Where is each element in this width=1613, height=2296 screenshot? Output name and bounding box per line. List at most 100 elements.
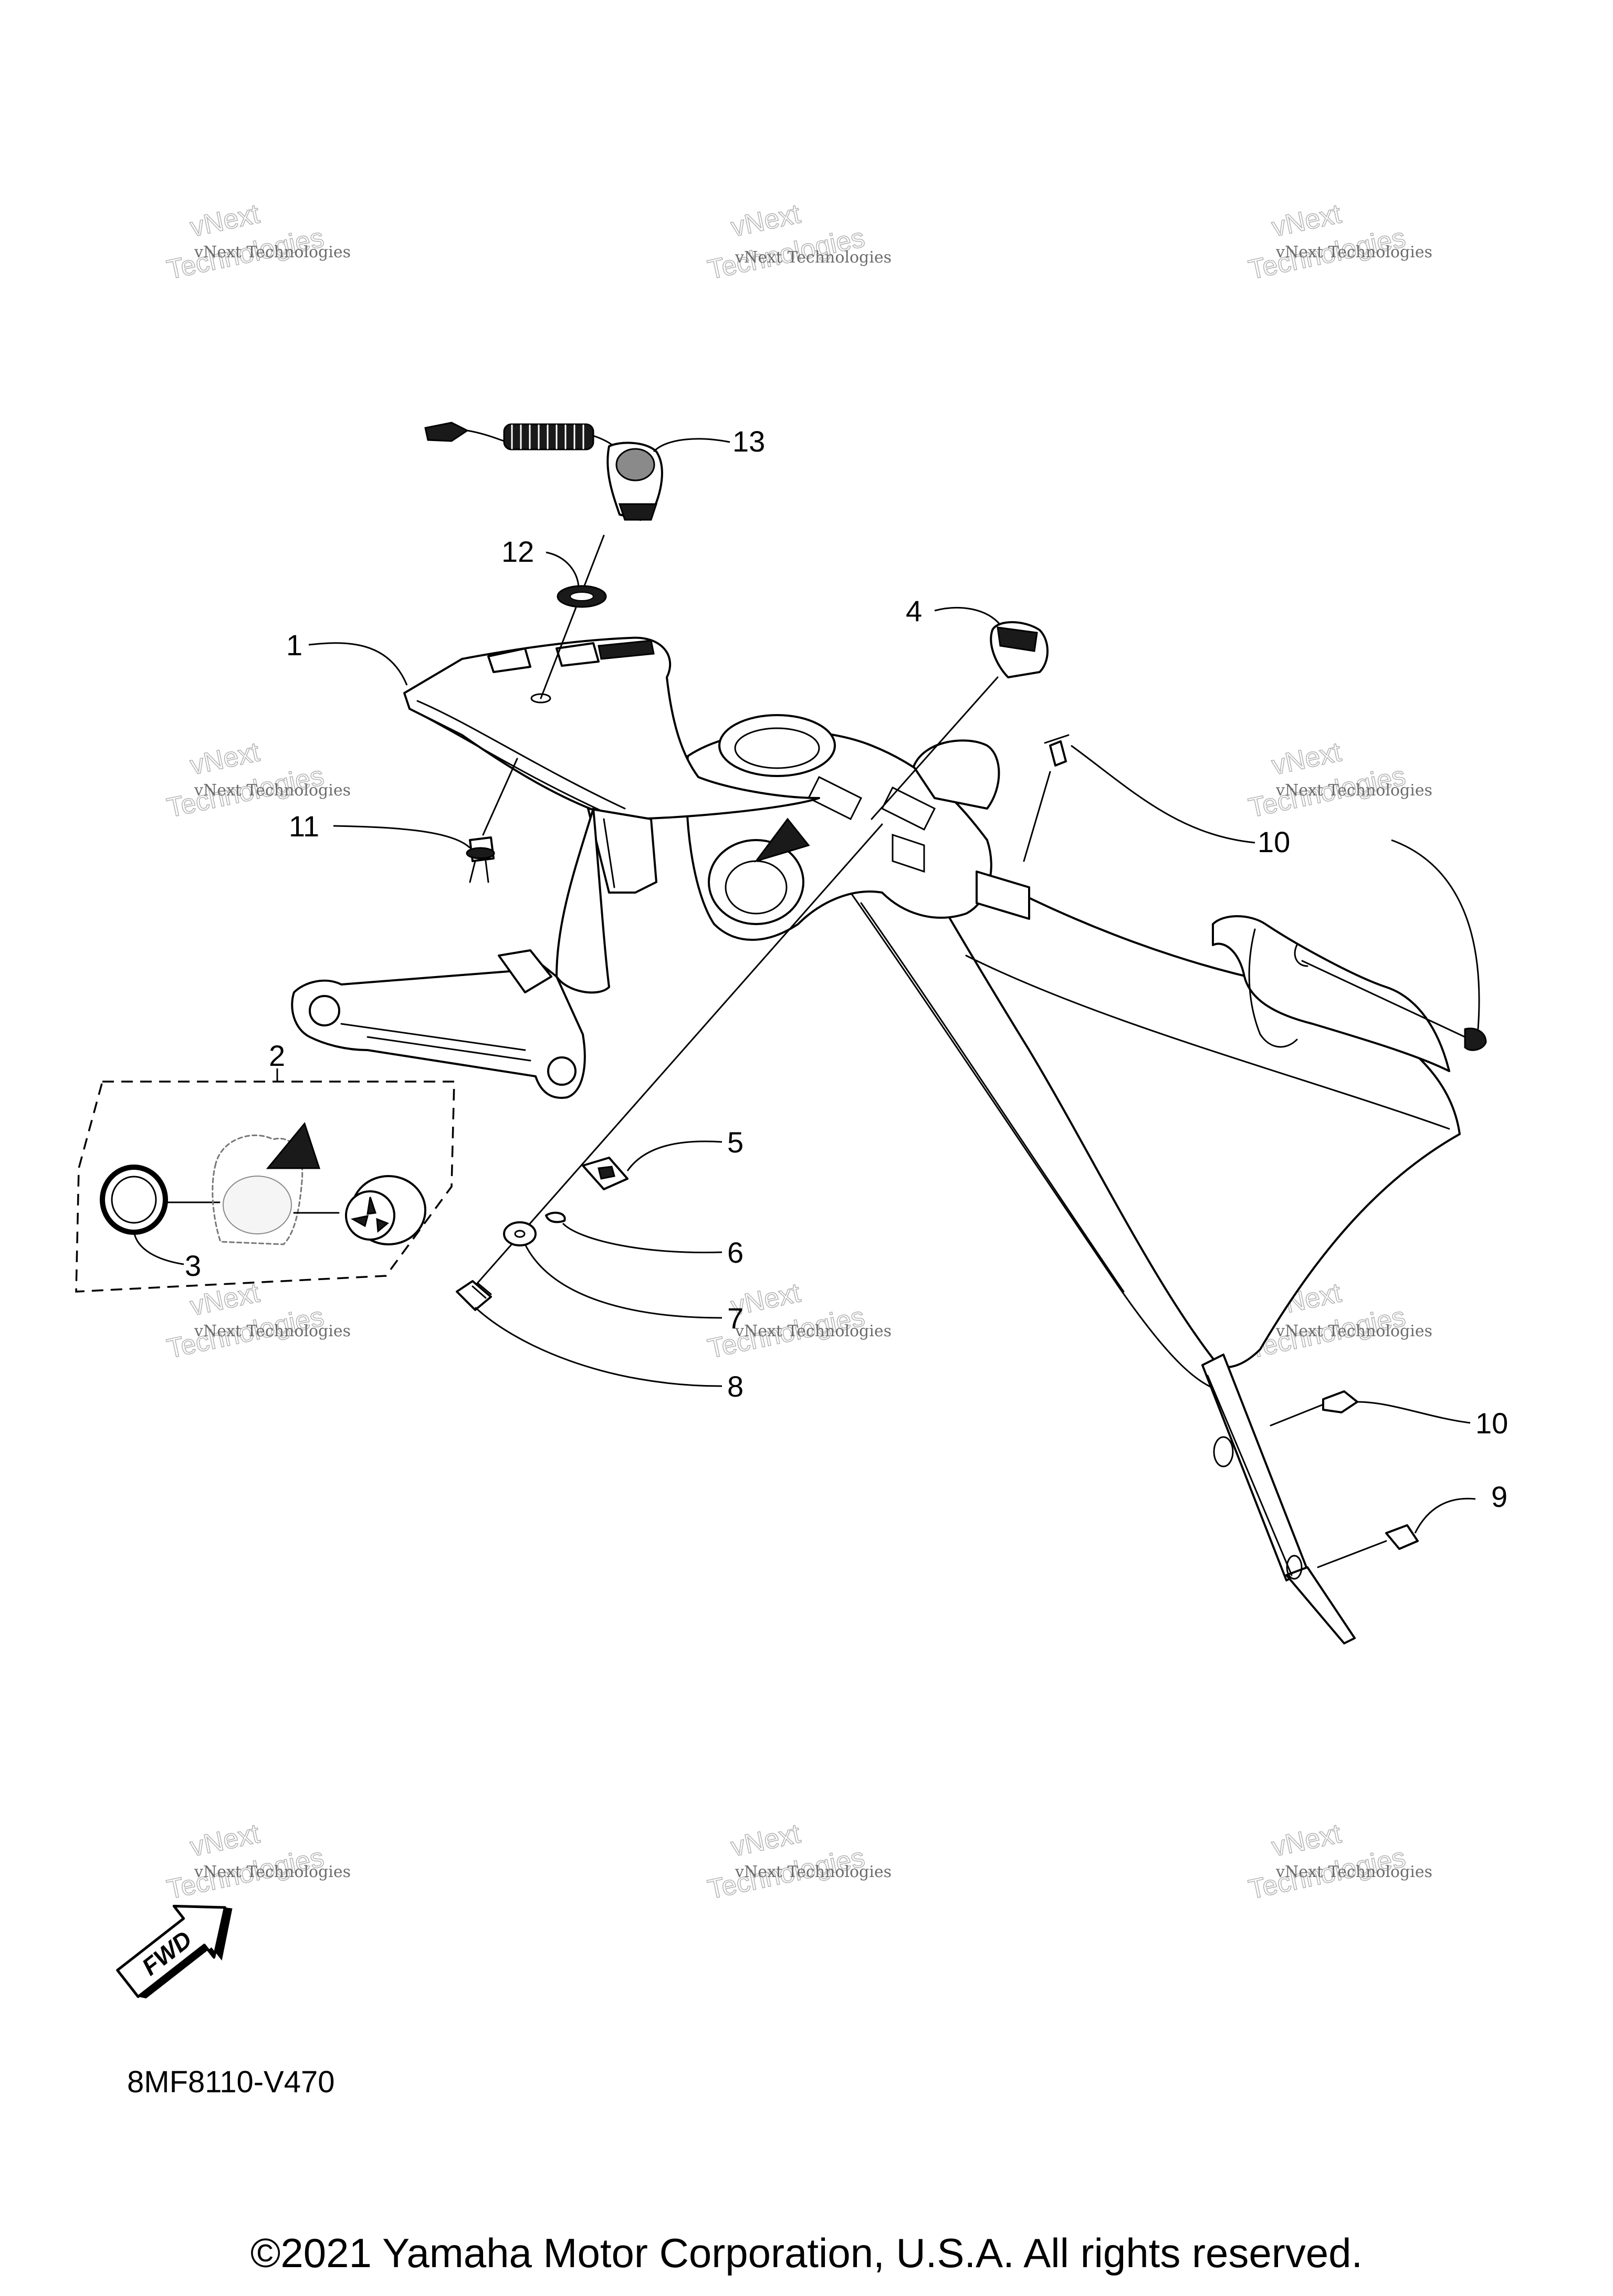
swing-arm-rail [366,1036,531,1062]
part-8-screw [456,1280,492,1311]
watermark: vNext Technologies vNext Technologies [1245,198,1432,286]
callout-9: 9 [1491,1480,1507,1513]
hardware-axis [469,823,883,1293]
cover-edge [409,708,621,820]
part-4-cap [871,621,1049,820]
console-rib [892,833,925,873]
lanyard-clip [424,422,469,442]
callout-7: 7 [727,1302,743,1335]
leader-9 [1414,1497,1476,1534]
rear-cowl [1212,915,1450,1072]
assembly-arrow-icon [266,1121,321,1169]
watermark-small: vNext Technologies [194,781,351,800]
clip-right-axis [1301,960,1466,1038]
cap-grip [997,626,1038,652]
part-2-assembly [75,1068,455,1293]
watermark-small: vNext Technologies [1275,1863,1432,1881]
watermark: vNext Technologies vNext Technologies [164,1277,351,1365]
diagram-code: 8MF8110-V470 [127,2065,335,2099]
part-6-clip [545,1211,566,1223]
part-11-axis [482,758,518,836]
watermark-small: vNext Technologies [1275,1322,1432,1340]
callout-leaders [133,438,1480,1534]
callout-labels: 13 12 1 4 11 10 2 3 5 6 7 8 10 9 [185,425,1508,1513]
watermark-big-1: vNext [187,198,263,243]
watermark-small: vNext Technologies [1275,243,1432,261]
callout-10-upper: 10 [1258,825,1290,858]
leader-13 [653,438,730,453]
callout-4: 4 [906,594,922,627]
watermark-small: vNext Technologies [194,1863,351,1881]
watermark-big-1: vNext [728,198,803,243]
part-10-lower-axis [1270,1403,1324,1427]
watermark: vNext Technologies vNext Technologies [164,198,351,286]
leader-10a [1071,745,1255,844]
callout-5: 5 [727,1126,743,1159]
cover-skirt-line [603,818,615,888]
swing-arm-pivot [309,995,340,1026]
console-rib [807,775,863,821]
watermark: vNext Technologies vNext Technologies [1245,736,1432,824]
part-1-cover [291,636,820,1099]
watermark-small: vNext Technologies [194,243,351,261]
cover-swing-arm [291,955,586,1099]
cover-drop [556,808,610,994]
stern-bracket [1201,1354,1419,1644]
clip-upper-head [1044,734,1070,744]
steering-ring [718,714,836,777]
watermark-small: vNext Technologies [194,1322,351,1340]
leader-11 [333,825,471,849]
clip-upper-axis [1023,771,1051,862]
part-10-upper-clip [1023,734,1487,1051]
watermark-small: vNext Technologies [1275,781,1432,800]
callout-6: 6 [727,1236,743,1269]
watermark-small: vNext Technologies [735,1322,892,1340]
side-panel-crease [965,955,1450,1130]
watermark-big-1: vNext [1269,198,1344,243]
callout-13: 13 [732,425,765,458]
callout-2: 2 [269,1039,285,1072]
stern-plate-lower [1285,1566,1356,1644]
leader-10b [1357,1401,1471,1424]
lanyard-coil [503,423,594,450]
leader-5 [626,1140,722,1171]
callout-3: 3 [185,1249,201,1282]
leader-10a-right [1391,839,1480,1030]
watermark: vNext Technologies vNext Technologies [705,198,892,286]
watermark-big-1: vNext [728,1818,803,1862]
callout-11: 11 [289,810,319,843]
stern-hole [1213,1436,1234,1467]
console-right-block [913,739,1000,810]
assembly-phantom [212,1134,303,1245]
watermark-big-1: vNext [1269,1818,1344,1862]
assembly-box [75,1081,455,1293]
part-10-lower-clip [1322,1390,1358,1413]
console-rear-block [976,871,1030,920]
clip-right-head [1464,1028,1487,1051]
part-7-washer-hole [514,1230,526,1238]
watermark: vNext Technologies vNext Technologies [1245,1818,1432,1905]
part-9-screw [1385,1524,1419,1550]
clip-right-seat [1294,944,1308,967]
lanyard-key-tip [618,503,658,521]
drain-plug-slots [350,1197,389,1233]
hardware-stack [456,823,883,1311]
copyright-notice: ©2021 Yamaha Motor Corporation, U.S.A. A… [250,2230,1363,2276]
forward-arrow-icon [754,817,810,863]
callout-10-lower: 10 [1475,1407,1508,1440]
watermark-small: vNext Technologies [735,1863,892,1881]
watermark: vNext Technologies vNext Technologies [164,1818,351,1905]
callout-12: 12 [501,535,534,568]
swing-arm-bolt [547,1056,577,1086]
part-7-washer [503,1221,537,1246]
part-8-screw-thread [472,1282,492,1299]
deck-body [685,714,1461,1392]
hull-edge [850,892,1224,1392]
part-3-ring-inner [111,1176,157,1224]
watermark: vNext Technologies vNext Technologies [164,736,351,824]
cover-tab-right [556,642,600,667]
lanyard-clip-hook [466,429,505,442]
leader-7 [524,1244,722,1319]
swing-arm-bracket [498,949,552,993]
leader-8 [474,1306,722,1387]
